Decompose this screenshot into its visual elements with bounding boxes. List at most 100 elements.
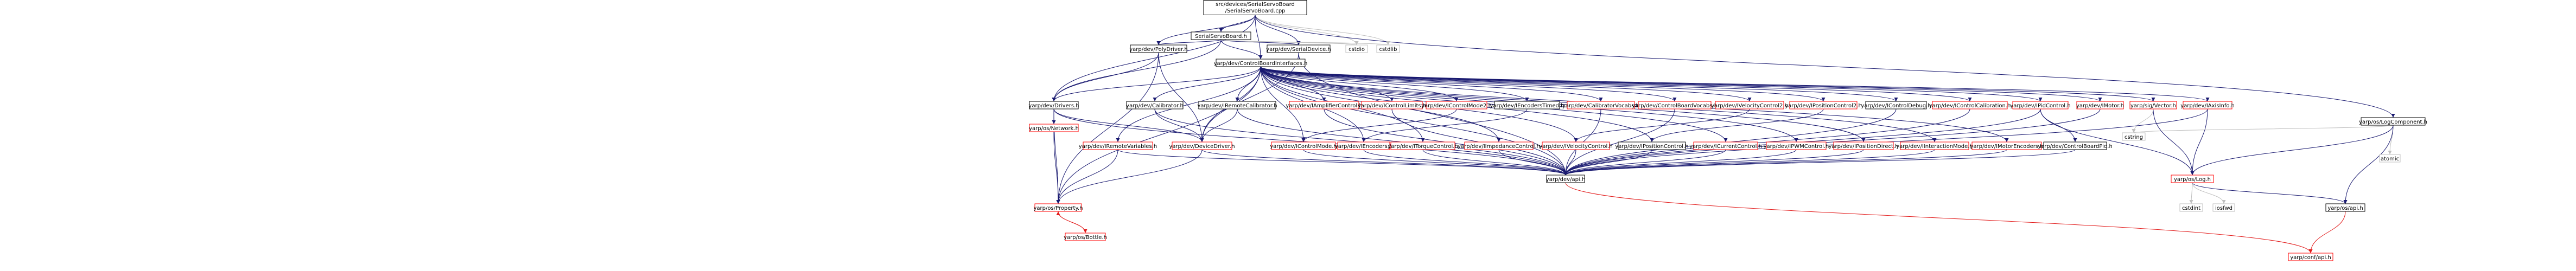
node-ipwm[interactable]: yarp/dev/IPWMControl.h xyxy=(1764,141,1829,150)
edge-cbi-to-cbvocab xyxy=(1260,66,1677,102)
node-box-iimpedance xyxy=(1464,141,1534,150)
node-devicedriver[interactable]: yarp/dev/DeviceDriver.h xyxy=(1169,141,1235,150)
node-iampctrl[interactable]: yarp/dev/IAmplifierControl.h xyxy=(1286,101,1363,109)
node-iosfwd: iosfwd xyxy=(2212,203,2235,212)
node-box-cstring xyxy=(2122,132,2146,141)
nodes-layer: src/devices/SerialServoBoard/SerialServo… xyxy=(1028,0,2427,261)
node-box-iosfwd xyxy=(2212,203,2235,212)
edge-oslog-to-iosfwd xyxy=(2192,182,2226,204)
node-iencoderstimed[interactable]: yarp/dev/IEncodersTimed.h xyxy=(1490,101,1564,109)
node-polydrv[interactable]: yarp/dev/PolyDriver.h xyxy=(1129,44,1188,53)
edge-iaxisinfo-to-oslog xyxy=(2190,108,2208,176)
edges-layer xyxy=(1052,15,2395,254)
node-label-iencoders: yarp/dev/IEncoders.h xyxy=(1335,144,1392,150)
edge-logcomp-to-cstring xyxy=(2132,125,2394,133)
node-icontrolmode[interactable]: yarp/dev/IControlMode.h xyxy=(1270,141,1337,150)
node-iinteraction[interactable]: yarp/dev/IInteractionMode.h xyxy=(1896,141,1973,150)
node-calibrator[interactable]: yarp/dev/Calibrator.h xyxy=(1126,101,1184,109)
edge-cbpid-to-devapi xyxy=(1563,149,2076,176)
node-ivelctrl2[interactable]: yarp/dev/IVelocityControl2.h xyxy=(1711,101,1788,109)
edge-icurrent-to-devapi xyxy=(1563,149,1726,176)
node-icontroldebug[interactable]: yarp/dev/IControlDebug.h xyxy=(1861,101,1931,109)
node-cstdio: cstdio xyxy=(1345,44,1368,53)
edge-drivers-to-property xyxy=(1053,108,1060,204)
node-label-root-line1: src/devices/SerialServoBoard xyxy=(1216,2,1295,8)
edge-icontrolmode-to-devapi xyxy=(1303,149,1568,176)
node-bottle[interactable]: yarp/os/Bottle.h xyxy=(1064,233,1107,241)
node-label-logcomp: yarp/os/LogComponent.h xyxy=(2359,119,2427,125)
node-ivelctrl[interactable]: yarp/dev/IVelocityControl.h xyxy=(1539,141,1613,150)
node-itorque[interactable]: yarp/dev/ITorqueControl.h xyxy=(1388,141,1458,150)
node-box-ipidctrl xyxy=(2012,101,2069,109)
node-cbi[interactable]: yarp/dev/ControlBoardInterfaces.h xyxy=(1214,59,1308,67)
node-box-serialdev xyxy=(1267,44,1331,53)
node-imotor[interactable]: yarp/dev/IMotor.h xyxy=(2076,101,2124,109)
node-label-iosfwd: iosfwd xyxy=(2215,205,2232,211)
node-box-calibrator xyxy=(1126,101,1184,109)
node-box-ssb xyxy=(1191,31,1251,40)
edge-cbi-to-iremotevars xyxy=(1116,66,1261,143)
node-box-icontrollimits xyxy=(1361,101,1423,109)
node-label-ivelctrl: yarp/dev/IVelocityControl.h xyxy=(1539,144,1613,150)
node-label-cbi: yarp/dev/ControlBoardInterfaces.h xyxy=(1214,61,1308,67)
node-label-ivelctrl2: yarp/dev/IVelocityControl2.h xyxy=(1711,103,1788,109)
node-box-devicedriver xyxy=(1172,141,1232,150)
node-sigvector[interactable]: yarp/sig/Vector.h xyxy=(2129,101,2177,109)
edge-ssb-to-polydrv xyxy=(1156,39,1222,46)
node-label-cbpid: yarp/dev/ControlBoardPid.h xyxy=(2038,144,2113,150)
node-box-sigvector xyxy=(2129,101,2177,109)
node-box-cbi xyxy=(1216,59,1306,67)
node-icontrolcal[interactable]: yarp/dev/IControlCalibration.h xyxy=(1929,101,2011,109)
node-serialdev[interactable]: yarp/dev/SerialDevice.h xyxy=(1266,44,1331,53)
node-label-itorque: yarp/dev/ITorqueControl.h xyxy=(1388,144,1458,150)
node-iposctrl[interactable]: yarp/dev/IPositionControl.h xyxy=(1615,141,1689,150)
node-osapi[interactable]: yarp/os/api.h xyxy=(2325,203,2365,212)
node-osnetwork[interactable]: yarp/os/Network.h xyxy=(1029,124,1079,132)
edge-iremotevars-to-property xyxy=(1056,149,1118,204)
edge-root-to-serialdev xyxy=(1255,15,1301,46)
node-box-oslog xyxy=(2171,175,2214,183)
node-box-icontrolmode xyxy=(1271,141,1336,150)
node-label-iposdirect: yarp/dev/IPositionDirect.h xyxy=(1828,144,1898,150)
node-icontrollimits[interactable]: yarp/dev/IControlLimits.h xyxy=(1358,101,1426,109)
node-iposctrl2[interactable]: yarp/dev/IPositionControl2.h xyxy=(1785,101,1862,109)
node-logcomp[interactable]: yarp/os/LogComponent.h xyxy=(2359,117,2427,126)
node-label-polydrv: yarp/dev/PolyDriver.h xyxy=(1129,47,1188,53)
node-label-icontrollimits: yarp/dev/IControlLimits.h xyxy=(1358,103,1426,109)
node-label-icalvocab: yarp/dev/CalibratorVocabs.h xyxy=(1562,103,1639,109)
node-label-iposctrl: yarp/dev/IPositionControl.h xyxy=(1615,144,1688,150)
node-oslog[interactable]: yarp/os/Log.h xyxy=(2171,175,2214,183)
edge-ssb-to-cbi xyxy=(1220,39,1263,60)
node-box-ipwm xyxy=(1766,141,1827,150)
node-iremotevars[interactable]: yarp/dev/IRemoteVariables.h xyxy=(1079,141,1157,150)
edge-cbi-to-devapi xyxy=(1260,66,1568,176)
node-iremotecal[interactable]: yarp/dev/IRemoteCalibrator.h xyxy=(1197,101,1277,109)
node-imotorenc[interactable]: yarp/dev/IMotorEncoders.h xyxy=(1970,141,2044,150)
node-icurrent[interactable]: yarp/dev/ICurrentControl.h xyxy=(1689,141,1762,150)
node-iimpedance[interactable]: yarp/dev/IImpedanceControl.h xyxy=(1458,141,1540,150)
node-label-ssb: SerialServoBoard.h xyxy=(1195,34,1247,40)
node-iencoders[interactable]: yarp/dev/IEncoders.h xyxy=(1335,141,1392,150)
node-ssb[interactable]: SerialServoBoard.h xyxy=(1191,31,1251,40)
node-iposdirect[interactable]: yarp/dev/IPositionDirect.h xyxy=(1828,141,1899,150)
node-cbpid[interactable]: yarp/dev/ControlBoardPid.h xyxy=(2038,141,2113,150)
node-box-imotor xyxy=(2076,101,2124,109)
edge-iposdirect-to-devapi xyxy=(1563,149,1864,176)
node-drivers[interactable]: yarp/dev/Drivers.h xyxy=(1028,101,1079,109)
edge-devicedriver-to-property xyxy=(1056,149,1203,204)
node-iaxisinfo[interactable]: yarp/dev/IAxisInfo.h xyxy=(2180,101,2235,109)
node-icontrolmode2[interactable]: yarp/dev/IControlMode2.h xyxy=(1421,101,1492,109)
node-property[interactable]: yarp/os/Property.h xyxy=(1034,203,1083,212)
edge-imotorenc-to-devapi xyxy=(1563,149,2007,176)
node-devapi[interactable]: yarp/dev/api.h xyxy=(1546,175,1585,183)
node-ipidctrl[interactable]: yarp/dev/IPidControl.h xyxy=(2010,101,2071,109)
node-box-drivers xyxy=(1029,101,1079,109)
node-label-cbvocab: yarp/dev/ControlBoardVocabs.h xyxy=(1632,103,1718,109)
node-root[interactable]: src/devices/SerialServoBoard/SerialServo… xyxy=(1203,0,1307,15)
node-yarpconf[interactable]: yarp/conf/api.h xyxy=(2288,253,2333,261)
edge-cbi-to-iposdirect xyxy=(1260,66,1866,143)
node-box-cstdlib xyxy=(1376,44,1400,53)
node-cbvocab[interactable]: yarp/dev/ControlBoardVocabs.h xyxy=(1632,101,1718,109)
edge-cbi-to-calibrator xyxy=(1153,66,1261,102)
node-icalvocab[interactable]: yarp/dev/CalibratorVocabs.h xyxy=(1562,101,1639,109)
